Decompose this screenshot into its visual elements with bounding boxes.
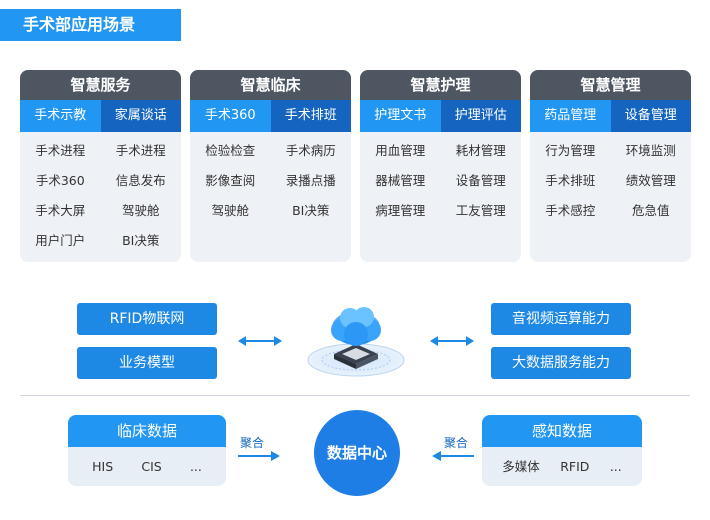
left-arrow-icon (432, 451, 474, 461)
card-item[interactable]: 器械管理 (375, 173, 426, 188)
card-tabs: 药品管理 设备管理 (530, 100, 691, 132)
section-divider (20, 395, 690, 396)
card-item[interactable]: 手术进程 (35, 143, 86, 158)
card-item[interactable]: 手术进程 (115, 143, 166, 158)
card-tab[interactable]: 药品管理 (530, 100, 611, 132)
sensing-data-box: 感知数据 多媒体 RFID ... (482, 415, 642, 486)
data-source-item: HIS (92, 459, 114, 474)
card-item-grid: 行为管理 环境监测 手术排班 绩效管理 手术感控 危急值 (530, 132, 691, 231)
aggregate-label: 聚合 (444, 436, 469, 450)
aggregate-label: 聚合 (240, 436, 265, 450)
card-smart-management: 智慧管理 药品管理 设备管理 行为管理 环境监测 手术排班 绩效管理 手术感控 … (530, 70, 691, 262)
card-tab[interactable]: 设备管理 (610, 100, 691, 132)
card-smart-service: 智慧服务 手术示教 家属谈话 手术进程 手术进程 手术360 信息发布 手术大屏… (20, 70, 181, 262)
data-source-item: ... (609, 459, 622, 474)
card-tabs: 手术示教 家属谈话 (20, 100, 181, 132)
card-tab[interactable]: 家属谈话 (100, 100, 181, 132)
card-tab[interactable]: 护理评估 (440, 100, 521, 132)
card-item[interactable]: 录播点播 (285, 173, 336, 188)
card-item[interactable]: 用血管理 (375, 143, 426, 158)
card-item[interactable]: 工友管理 (455, 203, 506, 218)
card-smart-clinical: 智慧临床 手术360 手术排班 检验检查 手术病历 影像查阅 录播点播 驾驶舱 … (190, 70, 351, 262)
card-item[interactable]: 手术病历 (285, 143, 336, 158)
card-item[interactable]: 驾驶舱 (211, 203, 249, 218)
card-item[interactable]: 检验检查 (205, 143, 256, 158)
card-header: 智慧服务 (20, 70, 181, 100)
clinical-data-items: HIS CIS ... (68, 447, 226, 486)
page-title: 手术部应用场景 (0, 9, 181, 41)
card-item[interactable]: 驾驶舱 (121, 203, 160, 218)
card-tab[interactable]: 手术示教 (20, 100, 101, 132)
clinical-data-box: 临床数据 HIS CIS ... (68, 415, 226, 486)
card-item[interactable]: 危急值 (631, 203, 670, 218)
big-data-service-button[interactable]: 大数据服务能力 (491, 347, 631, 379)
card-header: 智慧护理 (360, 70, 521, 100)
bidirectional-arrow-icon (430, 336, 474, 346)
sensing-data-items: 多媒体 RFID ... (482, 447, 642, 486)
card-item[interactable]: 手术360 (35, 173, 85, 188)
cloud-chip-icon (307, 307, 405, 377)
data-center[interactable]: 数据中心 (314, 410, 400, 496)
card-item[interactable]: 信息发布 (115, 173, 166, 188)
card-item[interactable]: 影像查阅 (205, 173, 256, 188)
card-header: 智慧临床 (190, 70, 351, 100)
card-item[interactable]: 手术排班 (545, 173, 596, 188)
card-item-grid: 手术进程 手术进程 手术360 信息发布 手术大屏 驾驶舱 用户门户 BI决策 (20, 132, 181, 261)
clinical-data-title: 临床数据 (68, 415, 226, 447)
card-item[interactable]: 手术大屏 (35, 203, 86, 218)
card-item[interactable]: BI决策 (292, 203, 330, 218)
card-tab[interactable]: 手术360 (190, 100, 271, 132)
card-item[interactable]: BI决策 (122, 233, 160, 248)
card-tab[interactable]: 手术排班 (270, 100, 351, 132)
rfid-iot-button[interactable]: RFID物联网 (77, 303, 217, 335)
card-item[interactable]: 行为管理 (545, 143, 596, 158)
business-model-button[interactable]: 业务模型 (77, 347, 217, 379)
card-smart-nursing: 智慧护理 护理文书 护理评估 用血管理 耗材管理 器械管理 设备管理 病理管理 … (360, 70, 521, 262)
card-item[interactable]: 绩效管理 (625, 173, 676, 188)
data-source-item: ... (189, 459, 202, 474)
card-header: 智慧管理 (530, 70, 691, 100)
sensing-data-title: 感知数据 (482, 415, 642, 447)
card-item[interactable]: 环境监测 (625, 143, 676, 158)
bidirectional-arrow-icon (238, 336, 282, 346)
card-item-grid: 检验检查 手术病历 影像查阅 录播点播 驾驶舱 BI决策 (190, 132, 351, 231)
card-tab[interactable]: 护理文书 (360, 100, 441, 132)
card-item[interactable]: 手术感控 (545, 203, 596, 218)
card-item[interactable]: 病理管理 (375, 203, 426, 218)
card-tabs: 手术360 手术排班 (190, 100, 351, 132)
data-source-item: CIS (141, 459, 162, 474)
card-item[interactable]: 用户门户 (35, 233, 86, 248)
av-compute-button[interactable]: 音视频运算能力 (491, 303, 631, 335)
data-source-item: RFID (560, 459, 590, 474)
data-source-item: 多媒体 (502, 459, 540, 474)
right-arrow-icon (238, 451, 280, 461)
card-item[interactable]: 设备管理 (455, 173, 506, 188)
card-tabs: 护理文书 护理评估 (360, 100, 521, 132)
card-item-grid: 用血管理 耗材管理 器械管理 设备管理 病理管理 工友管理 (360, 132, 521, 231)
card-item[interactable]: 耗材管理 (455, 143, 506, 158)
